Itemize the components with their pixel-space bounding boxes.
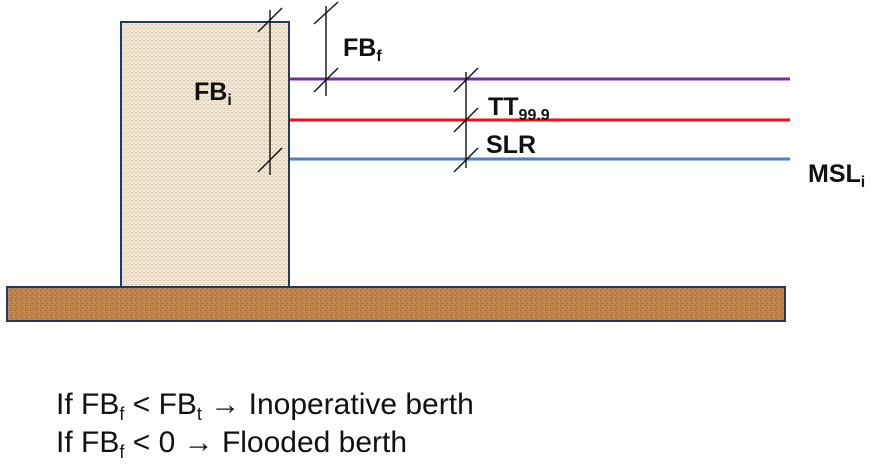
fb-f-label: FBf [343, 34, 382, 65]
fb-f-dimension [313, 1, 339, 96]
fb-i-label: FBi [194, 78, 232, 109]
quay-wall [120, 21, 290, 288]
msl-i-label: MSLi [808, 160, 866, 191]
fb-i-dimension [257, 7, 283, 175]
tt-label: TT99.9 [488, 93, 550, 124]
rule-inoperative-berth: If FBf < FBt → Inoperative berth [56, 388, 474, 424]
rule-flooded-berth: If FBf < 0 → Flooded berth [56, 426, 408, 462]
slr-label: SLR [486, 131, 536, 159]
ground-slab [6, 286, 786, 322]
tt-slr-dimension [453, 67, 479, 173]
